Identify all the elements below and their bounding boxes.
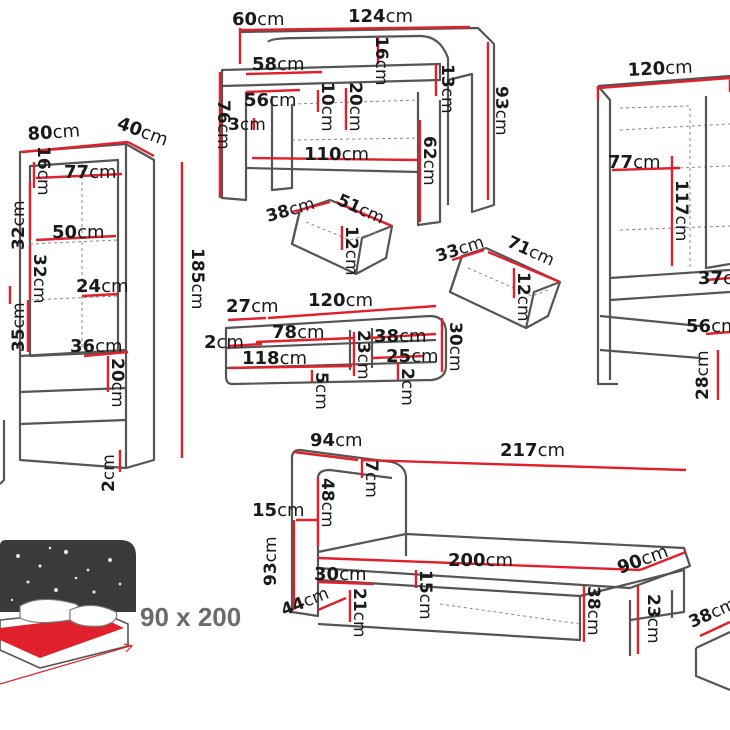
desk-label-124: 124cm <box>348 6 413 27</box>
desk-label-58: 58cm <box>252 54 305 75</box>
bed-label-23: 23cm <box>643 594 663 644</box>
bed-icon <box>0 540 136 685</box>
shelf-label-27: 27cm <box>226 296 279 317</box>
desk-label-60: 60cm <box>232 9 285 30</box>
wardrobe-label-28: 28cm <box>693 350 713 400</box>
desk-label-3: 3cm <box>228 115 266 135</box>
bed-label-30: 30cm <box>314 564 367 585</box>
bed-label-94: 94cm <box>310 430 363 451</box>
bed-label-7: 7cm <box>361 460 381 498</box>
shelf-label-30: 30cm <box>445 322 465 372</box>
desk-label-110: 110cm <box>304 144 369 165</box>
wardrobe-label-77: 77cm <box>608 152 661 173</box>
wardrobe-label-56: 56cm <box>686 316 730 337</box>
desk-label-16: 16cm <box>371 36 391 86</box>
shelf-label-38: 38cm <box>374 326 427 347</box>
desk-drawer-drawing <box>290 198 394 276</box>
bookcase-label-35: 35cm <box>9 302 29 352</box>
bookcase-label-2: 2cm <box>99 454 119 492</box>
shelf-label-2: 2cm <box>204 332 244 353</box>
desk-label-10: 10cm <box>317 82 337 132</box>
wardrobe-drawer-label-12: 12cm <box>513 272 533 322</box>
wardrobe-label-120: 120cm <box>627 57 693 81</box>
bookcase-label-77: 77cm <box>64 162 117 183</box>
wardrobe-label-37: 37cm <box>698 268 730 289</box>
bookcase-label-32b: 32cm <box>29 254 49 304</box>
bed-label-15b: 15cm <box>415 570 435 620</box>
shelf-label-5: 5cm <box>311 372 331 410</box>
bed-label-21: 21cm <box>349 588 369 638</box>
bookcase-label-50: 50cm <box>52 222 105 243</box>
shelf-label-118: 118cm <box>242 348 307 369</box>
wardrobe-drawer-label-71: 71cm <box>504 232 557 270</box>
desk-label-76: 76cm <box>213 100 233 150</box>
bookcase-label-36: 36cm <box>70 336 123 357</box>
desk-drawer-label-38: 38cm <box>264 194 317 227</box>
bookcase-label-32a: 32cm <box>9 200 29 250</box>
dimension-labels: 60cm 124cm 16cm 58cm 13cm 93cm 56cm 10cm… <box>9 6 730 644</box>
wardrobe-drawer-drawing <box>448 246 562 330</box>
shelf-label-2b: 2cm <box>397 368 417 406</box>
shelf-label-120: 120cm <box>308 290 373 311</box>
bed-label-38: 38cm <box>583 586 603 636</box>
shelf-label-25: 25cm <box>386 346 439 367</box>
bed-size-text: 90 x 200 <box>140 602 241 632</box>
desk-drawer-label-51: 51cm <box>334 190 387 228</box>
shelf-label-23: 23cm <box>353 330 373 380</box>
bookcase-label-185: 185cm <box>187 248 207 309</box>
bed-label-217: 217cm <box>500 440 565 461</box>
desk-drawer-label-12: 12cm <box>341 226 361 276</box>
bookcase-label-20: 20cm <box>107 358 127 408</box>
desk-label-20: 20cm <box>345 82 365 132</box>
desk-label-62: 62cm <box>419 136 439 186</box>
bookcase-label-80: 80cm <box>27 120 81 145</box>
bookcase-label-16: 16cm <box>33 146 53 196</box>
bookcase-label-24: 24cm <box>76 276 129 297</box>
bed-label-48: 48cm <box>317 478 337 528</box>
shelf-label-78: 78cm <box>272 322 325 343</box>
desk-label-93: 93cm <box>491 86 511 136</box>
bed-drawer-label-38: 38cm <box>686 594 730 632</box>
wardrobe-label-117: 117cm <box>671 180 691 241</box>
desk-label-56: 56cm <box>244 90 297 111</box>
desk-drawing <box>220 26 496 227</box>
desk-label-13: 13cm <box>437 64 457 114</box>
bed-label-93: 93cm <box>261 536 281 586</box>
bed-label-15: 15cm <box>252 500 305 521</box>
bed-drawer-drawing <box>694 631 730 692</box>
wardrobe-drawing <box>596 74 730 386</box>
bed-label-200: 200cm <box>448 550 513 571</box>
dimension-lines <box>8 25 730 654</box>
